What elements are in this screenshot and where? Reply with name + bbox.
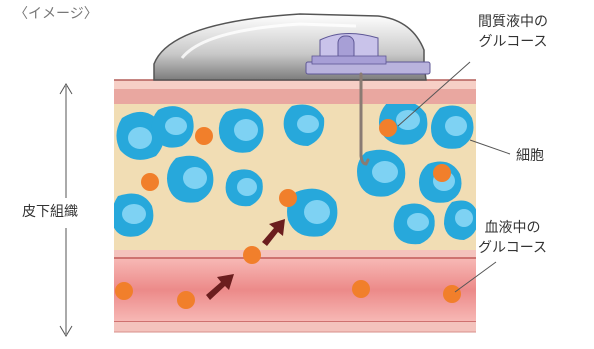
glucose-dot bbox=[195, 127, 213, 145]
cell bbox=[226, 169, 263, 206]
skin-top-layer bbox=[114, 80, 476, 89]
label-blood-glucose: 血液中の グルコース bbox=[478, 218, 547, 258]
blood-vessel bbox=[114, 258, 476, 322]
cell bbox=[357, 150, 405, 197]
glucose-dot bbox=[115, 282, 133, 300]
label-interstitial-glucose: 間質液中の グルコース bbox=[478, 12, 548, 52]
glucose-dot bbox=[243, 246, 261, 264]
label-line: 間質液中の bbox=[478, 12, 548, 32]
label-line: 血液中の bbox=[478, 218, 547, 238]
cell bbox=[152, 106, 194, 147]
cell bbox=[431, 106, 474, 149]
label-subcutaneous-tissue: 皮下組織 bbox=[22, 202, 78, 222]
glucose-dot bbox=[443, 285, 461, 303]
label-line: グルコース bbox=[478, 238, 547, 258]
label-line: グルコース bbox=[478, 32, 548, 52]
glucose-dot bbox=[433, 164, 451, 182]
glucose-dot bbox=[141, 173, 159, 191]
label-cell: 細胞 bbox=[516, 146, 544, 166]
glucose-dot bbox=[177, 291, 195, 309]
glucose-dot bbox=[352, 280, 370, 298]
cell bbox=[394, 204, 435, 245]
cell bbox=[219, 108, 264, 152]
glucose-dot bbox=[279, 189, 297, 207]
cell bbox=[167, 156, 213, 203]
cell bbox=[112, 194, 154, 237]
skin-mid-layer bbox=[114, 89, 476, 104]
glucose-dot bbox=[379, 119, 397, 137]
